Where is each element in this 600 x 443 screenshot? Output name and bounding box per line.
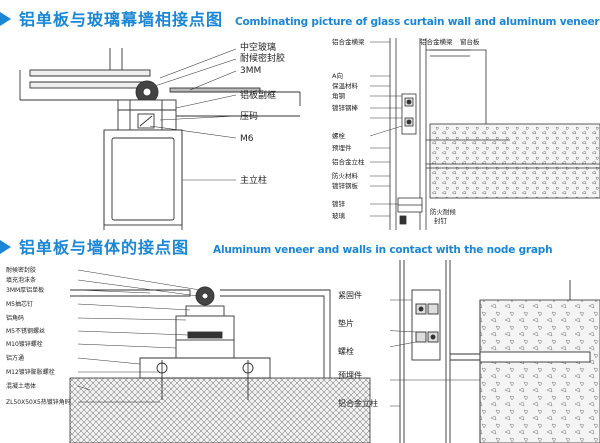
embed-label-fastener: 紧固件 [338,290,362,300]
wall-label-angle-code: 铝角码 [6,314,24,322]
wall-label-m5-rivet: M5抽芯钉 [6,300,33,308]
triangle-bullet-icon [0,12,11,26]
wall-label-zl-angle: ZL50X50X5热镀锌角码 [6,398,71,406]
right-label-galvanized-rod: 镀锌钢棒 [332,103,359,112]
section2-title: 铝单板与墙体的接点图 Aluminum veneer and walls in … [0,234,553,258]
right-bottom-label-1: 防火耐候 [430,207,457,216]
left-label-main-mullion: 主立柱 [240,174,267,186]
wall-label-concrete-wall: 混凝土墙体 [6,382,36,390]
embedded-part-label-layer: 紧固件 垫片 螺栓 预埋件 铝合金立柱 [338,290,378,408]
embedded-part-diagram [390,260,600,443]
section2-title-zh: 铝单板与墙体的接点图 [19,238,190,257]
section2-title-en: Aluminum veneer and walls in contact wit… [213,244,553,256]
right-label-bolt: 螺栓 [332,131,346,140]
wall-label-m5-screw: M5不锈钢螺丝 [6,327,45,335]
section1-title-zh: 铝单板与玻璃幕墙相接点图 [19,10,224,29]
left-label-sealant: 耐候密封胶 [240,52,285,64]
curtain-wall-elevation-diagram: 铝合金横梁 窗台板 铝合金横梁 A向 保温材料 角钢 镀锌钢棒 螺栓 预埋件 铝… [330,30,600,230]
right-bottom-label-2: 封钉 [434,216,448,225]
right-label-insulation: 保温材料 [332,81,359,90]
right-label-beam: 铝合金横梁 [332,37,365,46]
wall-label-foam-strip: 填充泡沫条 [6,276,36,284]
wall-contact-section-diagram: 耐候密封胶 填充泡沫条 3MM厚铝单板 M5抽芯钉 铝角码 M5不锈钢螺丝 M1… [0,260,390,443]
right-label-galvanized-plate: 镀锌钢板 [332,181,359,190]
right-label-a-direction: A向 [332,71,343,80]
right-top-label-beam: 铝合金横梁 [420,37,453,46]
left-label-clamp: 压码 [240,111,258,122]
right-label-alloy-mullion: 铝合金立柱 [332,157,365,166]
right-label-glass: 玻璃 [332,211,346,220]
section1-title: 铝单板与玻璃幕墙相接点图 Combinating picture of glas… [0,6,600,30]
left-label-3mm: 3MM [240,66,261,76]
right-top-label-sill: 窗台板 [460,37,480,46]
right-label-angle-steel: 角钢 [332,91,346,100]
embed-label-gasket: 垫片 [338,318,354,328]
wall-label-m10-bolt: M10镀锌螺栓 [6,340,43,348]
curtain-wall-elevation-drawing: 铝合金横梁 窗台板 铝合金横梁 A向 保温材料 角钢 镀锌钢棒 螺栓 预埋件 铝… [332,37,600,230]
right-label-galvanized: 镀锌 [332,199,346,208]
glass-curtain-wall-drawing: 中空玻璃 耐候密封胶 3MM 铝板副框 压码 M6 主立柱 [19,41,301,230]
embed-label-alloy-mullion: 铝合金立柱 [338,398,378,408]
wall-label-m12-anchor: M12镀锌膨胀螺栓 [6,368,55,376]
triangle-bullet-icon [0,240,11,254]
left-label-m6: M6 [240,134,254,144]
right-label-embedded-part: 预埋件 [332,143,352,152]
embed-label-embedded: 预埋件 [338,370,362,380]
wall-label-3mm-veneer: 3MM厚铝单板 [6,286,44,294]
embed-label-bolt: 螺栓 [338,346,354,356]
left-label-hollow-glass: 中空玻璃 [240,41,276,53]
wall-label-sealant: 耐候密封胶 [6,266,36,274]
glass-curtain-wall-section-diagram: 中空玻璃 耐候密封胶 3MM 铝板副框 压码 M6 主立柱 [0,30,320,230]
right-label-fireproof: 防火材料 [332,171,359,180]
wall-contact-drawing: 耐候密封胶 填充泡沫条 3MM厚铝单板 M5抽芯钉 铝角码 M5不锈钢螺丝 M1… [6,266,371,443]
embedded-part-drawing [390,260,600,443]
wall-label-square-tube: 铝方通 [6,354,24,362]
embedded-part-labels: 紧固件 垫片 螺栓 预埋件 铝合金立柱 [336,260,396,443]
left-label-sub-frame: 铝板副框 [240,89,276,101]
section1-title-en: Combinating picture of glass curtain wal… [235,16,600,28]
